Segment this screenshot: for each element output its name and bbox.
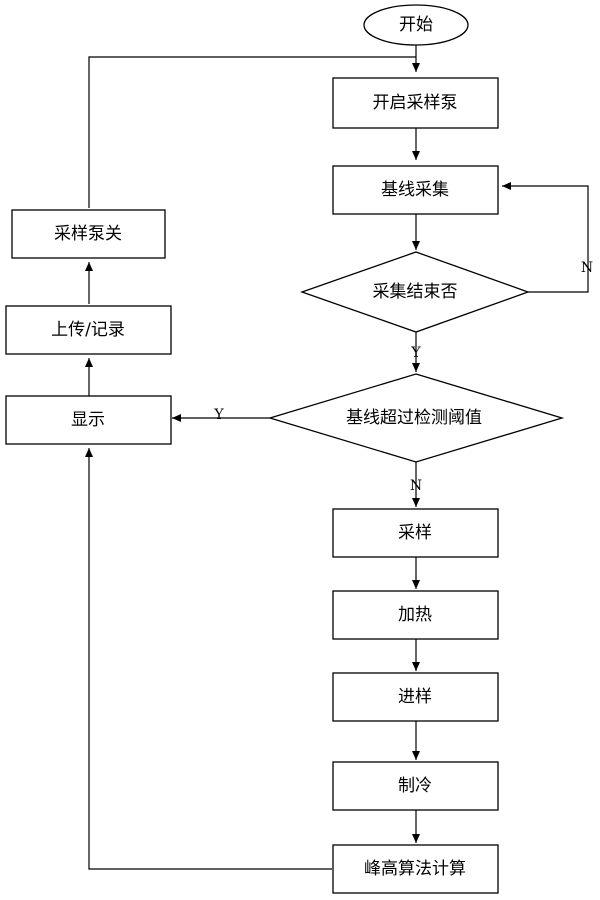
baseline-collect-node: 基线采集 <box>332 165 499 215</box>
cool-label: 制冷 <box>398 776 432 796</box>
heat-label: 加热 <box>398 605 432 625</box>
heat-node: 加热 <box>332 590 499 640</box>
upload-label: 上传/记录 <box>51 320 125 340</box>
baseline-over-label: 基线超过检测阈值 <box>346 408 482 428</box>
inject-label: 进样 <box>398 687 432 707</box>
sample-label: 采样 <box>398 523 432 543</box>
pump-off-node: 采样泵关 <box>11 209 166 259</box>
peak-calc-node: 峰高算法计算 <box>332 844 499 894</box>
pump-off-label: 采样泵关 <box>54 224 122 244</box>
sample-node: 采样 <box>332 508 499 558</box>
connectors <box>85 45 589 870</box>
upload-node: 上传/记录 <box>5 305 172 355</box>
edge-label-collect-no: N <box>581 260 593 276</box>
start-node: 开始 <box>363 4 469 46</box>
display-label: 显示 <box>71 410 105 430</box>
edge-label-over-yes: Y <box>213 407 224 423</box>
display-node: 显示 <box>5 395 172 445</box>
baseline-over-decision: 基线超过检测阈值 <box>267 373 565 463</box>
cool-node: 制冷 <box>332 761 499 811</box>
peak-calc-label: 峰高算法计算 <box>364 859 466 879</box>
edge-pump-off-to-loop <box>88 56 416 208</box>
baseline-collect-label: 基线采集 <box>381 180 449 200</box>
collect-done-decision: 采集结束否 <box>300 251 530 333</box>
inject-node: 进样 <box>332 672 499 722</box>
collect-done-label: 采集结束否 <box>373 282 458 302</box>
open-pump-node: 开启采样泵 <box>332 77 499 129</box>
edge-label-collect-yes: Y <box>410 345 421 361</box>
edge-label-over-no: N <box>410 478 422 494</box>
open-pump-label: 开启采样泵 <box>373 93 458 113</box>
edge-peak-to-display <box>85 448 332 870</box>
start-label: 开始 <box>399 15 433 35</box>
edge-decision-no-loop <box>502 182 589 293</box>
